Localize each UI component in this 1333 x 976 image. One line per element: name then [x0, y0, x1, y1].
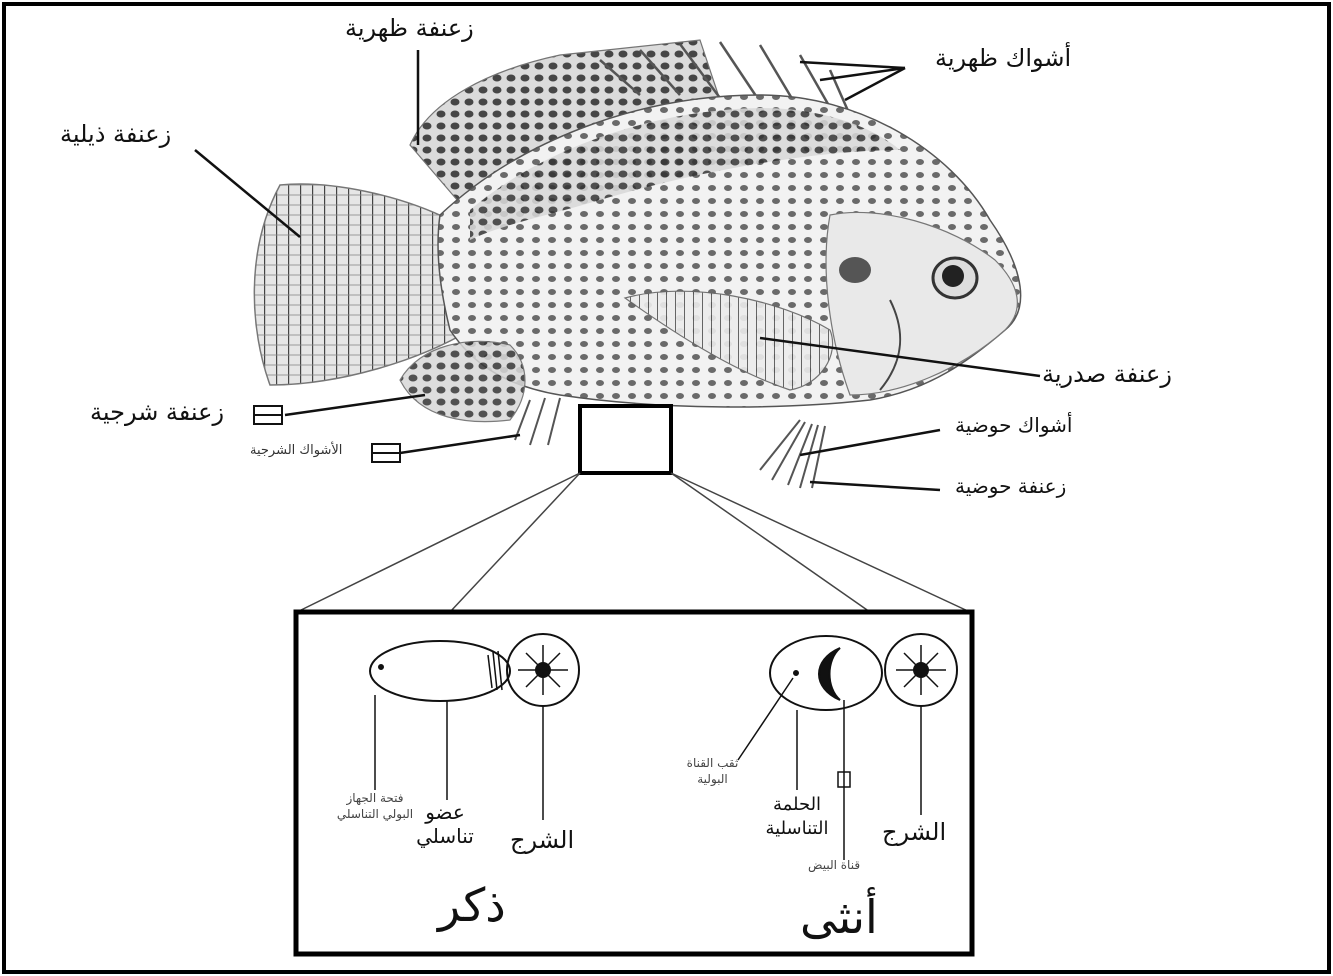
label-pelvic-fin: زعنفة حوضية [955, 474, 1066, 498]
label-caudal-fin: زعنفة ذيلية [60, 120, 171, 148]
label-anal-spines: الأشواك الشرجية [250, 443, 342, 458]
label-urinary-pore-line2: البولية [680, 771, 745, 787]
label-female-title: أنثى [800, 890, 878, 944]
zoom-box [580, 406, 671, 473]
label-genital-papilla-line1: الحلمة [752, 793, 842, 817]
projection-lines [297, 473, 970, 612]
label-pelvic-spines: أشواك حوضية [955, 413, 1072, 437]
label-urinary-pore-line1: ثقب القناة [680, 755, 745, 771]
label-genital-papilla-line2: التناسلية [752, 817, 842, 841]
pelvic-fin [760, 420, 825, 488]
label-male-genital-organ: عضو تناسلي [400, 800, 490, 848]
label-oviduct: قناة البيض [808, 857, 860, 873]
label-urinary-pore: ثقب القناة البولية [680, 755, 745, 787]
label-pectoral-fin: زعنفة صدرية [1042, 360, 1172, 388]
label-male-genital-organ-line2: تناسلي [400, 824, 490, 848]
label-male-anus: الشرج [510, 826, 574, 854]
fish-eye-far [839, 257, 871, 283]
label-dorsal-spines: أشواك ظهرية [935, 44, 1071, 72]
label-anal-fin: زعنفة شرجية [90, 398, 224, 426]
label-female-anus: الشرج [882, 818, 946, 846]
label-genital-papilla: الحلمة التناسلية [752, 793, 842, 841]
label-male-title: ذكر [438, 878, 506, 932]
anal-spines-marks [515, 398, 560, 445]
label-male-genital-organ-line1: عضو [400, 800, 490, 824]
label-dorsal-fin: زعنفة ظهرية [345, 14, 474, 42]
